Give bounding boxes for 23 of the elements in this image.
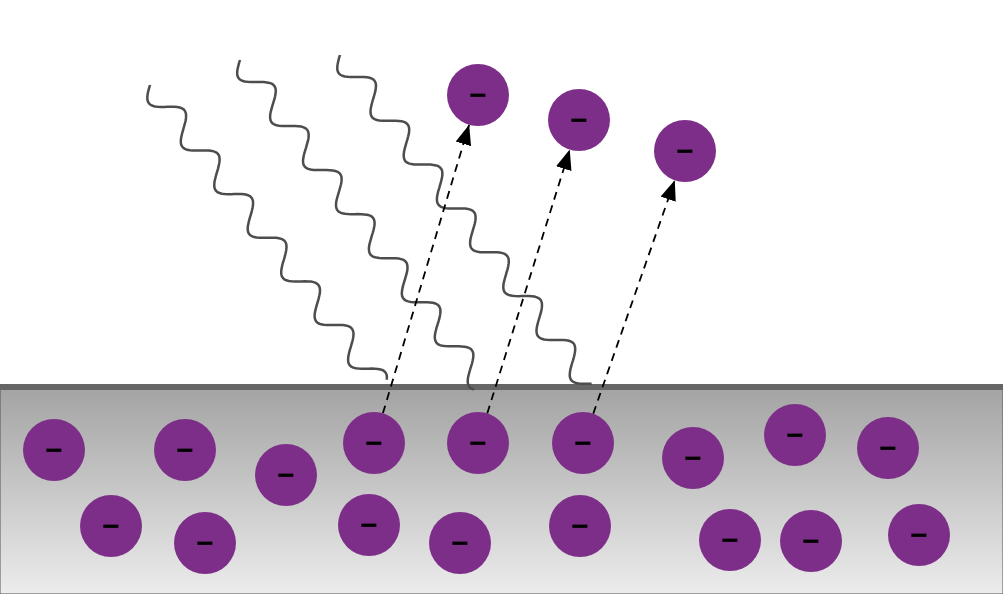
dashed-arrow [592,179,676,415]
charge-sign: − [277,460,295,490]
charge-sign: − [469,80,487,110]
charge-sign: − [360,510,378,540]
charge-sign: − [574,428,592,458]
charge-sign: − [196,528,214,558]
charge-sign: − [786,420,804,450]
charge-sign: − [802,526,820,556]
charge-sign: − [570,105,588,135]
dashed-arrow [382,123,472,415]
charge-sign: − [45,435,63,465]
charge-sign: − [102,511,120,541]
charge-sign: − [721,525,739,555]
charge-sign: − [879,433,897,463]
dashed-arrow [486,148,572,415]
charge-sign: − [684,443,702,473]
charge-sign: − [469,428,487,458]
charge-sign: − [451,528,469,558]
charge-sign: − [676,136,694,166]
charge-sign: − [176,435,194,465]
charge-sign: − [571,511,589,541]
charge-sign: − [910,520,928,550]
charge-sign: − [365,428,383,458]
